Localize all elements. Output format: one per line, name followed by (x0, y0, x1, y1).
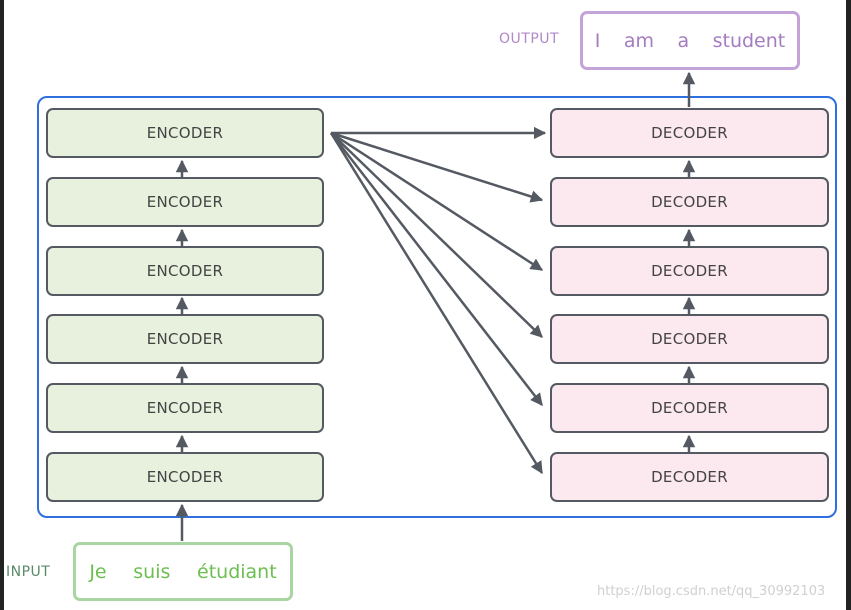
encoder-box: ENCODER (46, 452, 324, 502)
encoder-box: ENCODER (46, 108, 324, 158)
encoder-decoder-arrow (329, 132, 544, 475)
encoder-decoder-arrow (330, 131, 544, 272)
decoder-box: DECODER (550, 383, 829, 433)
encoder-box: ENCODER (46, 314, 324, 364)
output-word: student (712, 29, 786, 52)
decoder-box: DECODER (550, 108, 829, 158)
output-word: a (677, 29, 690, 52)
output-sentence-box: I am a student (580, 11, 800, 70)
encoder-box: ENCODER (46, 246, 324, 296)
input-word: étudiant (197, 560, 277, 583)
encoder-box: ENCODER (46, 177, 324, 227)
decoder-box: DECODER (550, 314, 829, 364)
output-word: am (623, 29, 654, 52)
encoder-decoder-arrow (330, 132, 543, 406)
input-sentence-box: Je suis étudiant (73, 542, 293, 601)
decoder-box: DECODER (550, 177, 829, 227)
input-word: suis (133, 560, 171, 583)
output-label: OUTPUT (499, 31, 560, 47)
decoder-box: DECODER (550, 452, 829, 502)
input-word: Je (89, 560, 107, 583)
window-frame-right (846, 0, 851, 610)
watermark-text: https://blog.csdn.net/qq_30992103 (597, 584, 826, 599)
encoder-box: ENCODER (46, 383, 324, 433)
window-frame-left (0, 0, 4, 610)
encoder-decoder-arrow (330, 131, 544, 203)
encoder-decoder-container (37, 96, 837, 518)
decoder-box: DECODER (550, 246, 829, 296)
input-label: INPUT (6, 564, 51, 580)
output-word: I (594, 29, 601, 52)
encoder-decoder-arrow (330, 132, 543, 338)
